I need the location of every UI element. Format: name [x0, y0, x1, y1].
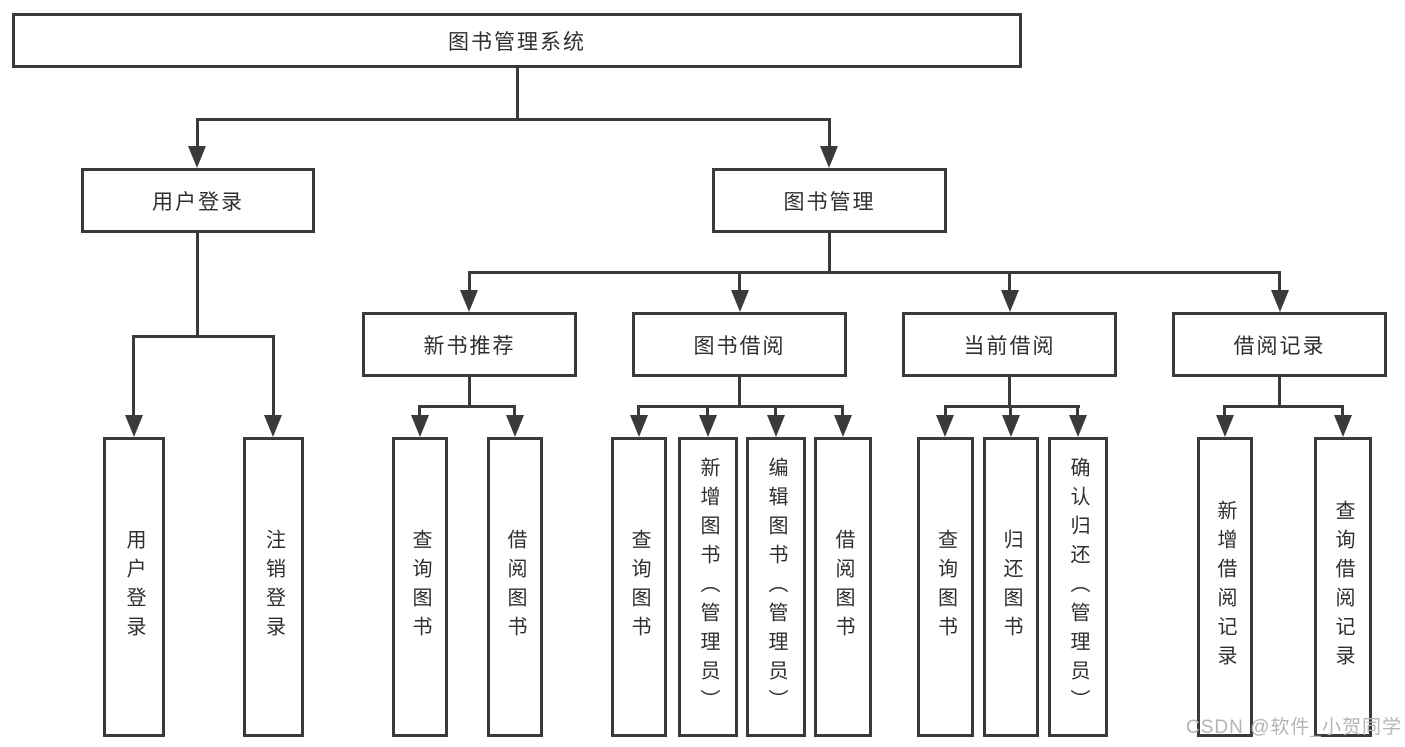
connector-line: [706, 405, 709, 419]
connector-line: [468, 271, 471, 293]
connector-line: [841, 405, 844, 419]
leaf-borrow-books: 借阅图书: [814, 437, 872, 737]
connector-line: [418, 405, 516, 408]
leaf-query-books-borrow-label: 查询图书: [628, 529, 650, 645]
csdn-watermark: CSDN @软件_小贺同学: [1186, 717, 1402, 738]
connector-line: [944, 405, 1080, 408]
arrow-down-icon: [936, 415, 954, 437]
connector-line: [516, 68, 519, 121]
connector-line: [1278, 377, 1281, 407]
arrow-down-icon: [1334, 415, 1352, 437]
connector-line: [828, 118, 831, 150]
connector-line: [272, 335, 275, 419]
connector-line: [828, 233, 831, 273]
arrow-down-icon: [460, 290, 478, 312]
arrow-down-icon: [834, 415, 852, 437]
node-root-label: 图书管理系统: [448, 30, 586, 54]
leaf-return-books: 归还图书: [983, 437, 1039, 737]
leaf-query-books-borrow: 查询图书: [611, 437, 667, 737]
connector-line: [738, 377, 741, 407]
arrow-down-icon: [1271, 290, 1289, 312]
node-new-book-recommend-label: 新书推荐: [423, 334, 516, 358]
arrow-down-icon: [1069, 415, 1087, 437]
connector-line: [1341, 405, 1344, 419]
connector-line: [1076, 405, 1079, 419]
leaf-add-borrow-record-label: 新增借阅记录: [1214, 500, 1236, 674]
connector-line: [1008, 377, 1011, 407]
leaf-return-books-label: 归还图书: [1000, 529, 1022, 645]
arrow-down-icon: [767, 415, 785, 437]
leaf-confirm-return-admin: 确认归还（管理员）: [1048, 437, 1108, 737]
leaf-confirm-return-admin-label: 确认归还（管理员）: [1067, 456, 1089, 718]
leaf-edit-books-admin-label: 编辑图书（管理员）: [765, 456, 787, 718]
node-book-borrow-label: 图书借阅: [693, 334, 786, 358]
node-borrow-records-label: 借阅记录: [1233, 334, 1326, 358]
arrow-down-icon: [820, 146, 838, 168]
arrow-down-icon: [1216, 415, 1234, 437]
connector-line: [738, 271, 741, 293]
node-root: 图书管理系统: [12, 13, 1022, 68]
leaf-borrow-books-label: 借阅图书: [832, 529, 854, 645]
connector-line: [1009, 405, 1012, 419]
connector-line: [1008, 271, 1011, 293]
leaf-add-books-admin: 新增图书（管理员）: [678, 437, 738, 737]
leaf-query-books-current-label: 查询图书: [934, 529, 957, 645]
leaf-logout-label: 注销登录: [262, 529, 285, 645]
leaf-query-books-recommend: 查询图书: [392, 437, 448, 737]
arrow-down-icon: [1002, 415, 1020, 437]
connector-line: [1278, 271, 1281, 293]
connector-line: [418, 405, 421, 419]
leaf-user-login-label: 用户登录: [123, 529, 145, 645]
node-book-borrow: 图书借阅: [632, 312, 847, 377]
leaf-borrow-books-recommend-label: 借阅图书: [504, 529, 526, 645]
leaf-borrow-books-recommend: 借阅图书: [487, 437, 543, 737]
leaf-add-books-admin-label: 新增图书（管理员）: [697, 456, 719, 718]
node-user-login: 用户登录: [81, 168, 315, 233]
node-current-borrow-label: 当前借阅: [963, 334, 1056, 358]
node-borrow-records: 借阅记录: [1172, 312, 1387, 377]
arrow-down-icon: [731, 290, 749, 312]
connector-line: [637, 405, 844, 408]
node-book-management: 图书管理: [712, 168, 947, 233]
node-book-management-label: 图书管理: [783, 190, 876, 214]
node-user-login-label: 用户登录: [152, 190, 244, 214]
connector-line: [196, 233, 199, 337]
node-new-book-recommend: 新书推荐: [362, 312, 577, 377]
arrow-down-icon: [125, 415, 143, 437]
arrow-down-icon: [264, 415, 282, 437]
arrow-down-icon: [699, 415, 717, 437]
connector-line: [944, 405, 947, 419]
node-current-borrow: 当前借阅: [902, 312, 1117, 377]
leaf-logout: 注销登录: [243, 437, 304, 737]
connector-line: [132, 335, 135, 419]
arrow-down-icon: [630, 415, 648, 437]
connector-line: [196, 118, 831, 121]
connector-line: [1223, 405, 1344, 408]
arrow-down-icon: [1001, 290, 1019, 312]
leaf-user-login: 用户登录: [103, 437, 165, 737]
connector-line: [637, 405, 640, 419]
connector-line: [196, 118, 199, 150]
connector-line: [132, 335, 275, 338]
arrow-down-icon: [411, 415, 429, 437]
leaf-edit-books-admin: 编辑图书（管理员）: [746, 437, 806, 737]
leaf-add-borrow-record: 新增借阅记录: [1197, 437, 1253, 737]
connector-line: [774, 405, 777, 419]
leaf-query-borrow-record-label: 查询借阅记录: [1332, 500, 1354, 674]
leaf-query-books-current: 查询图书: [917, 437, 974, 737]
connector-line: [468, 271, 1281, 274]
leaf-query-borrow-record: 查询借阅记录: [1314, 437, 1372, 737]
connector-line: [468, 377, 471, 407]
connector-line: [1223, 405, 1226, 419]
arrow-down-icon: [188, 146, 206, 168]
leaf-query-books-recommend-label: 查询图书: [409, 529, 431, 645]
arrow-down-icon: [506, 415, 524, 437]
connector-line: [513, 405, 516, 419]
